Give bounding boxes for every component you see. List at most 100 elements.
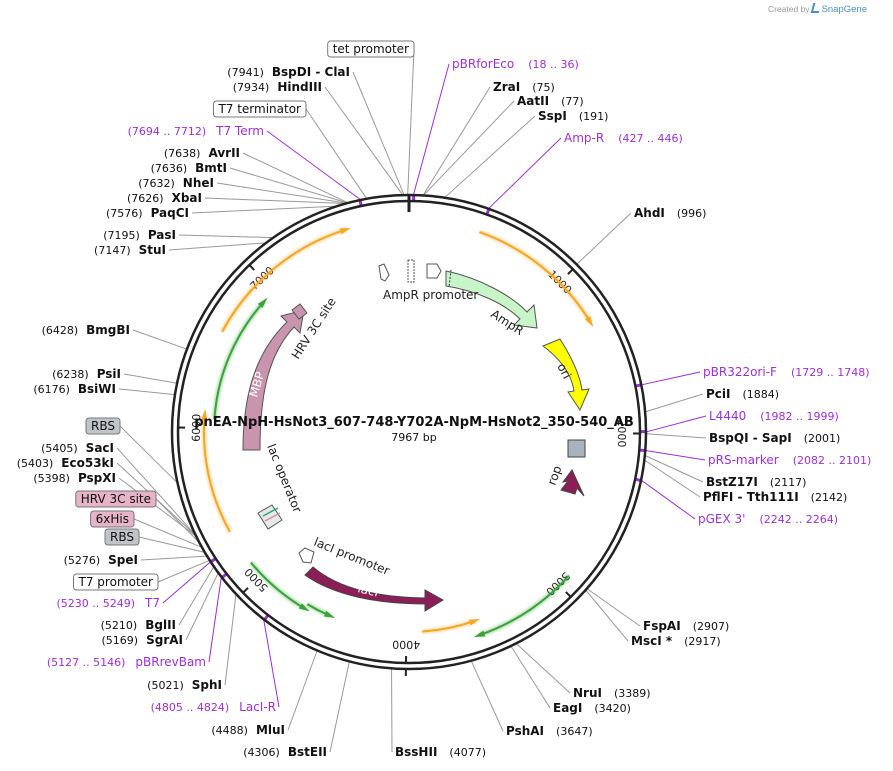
feature-rbs-1-leader	[119, 425, 178, 484]
primer-amp-r-range: (427 .. 446)	[618, 132, 683, 145]
enzyme-hindiii-leader	[324, 86, 404, 196]
feature-rbs-1-box[interactable]	[85, 417, 121, 435]
enzyme-sphi-leader	[224, 593, 237, 686]
enzyme-bstz17i-leader	[644, 454, 704, 483]
enzyme-pflfi-position: (2142)	[811, 491, 848, 504]
rbs-feature-top[interactable]	[407, 259, 415, 283]
tick-mark-1000	[567, 268, 574, 275]
primer-prs-marker-leader	[646, 450, 706, 461]
enzyme-sgrai: SgrAI	[146, 633, 183, 647]
primer-laci-r-leader	[263, 620, 280, 708]
primer-laci-r: LacI-R	[239, 700, 276, 714]
enzyme-pcii-leader	[644, 393, 704, 413]
primer-arc-green-3000[interactable]	[479, 575, 570, 637]
enzyme-xbai: XbaI	[172, 191, 202, 205]
enzyme-bmgbi: BmgBI	[86, 323, 130, 337]
enzyme-bmti-position: (7636)	[151, 162, 188, 175]
rop-arrow[interactable]	[560, 469, 585, 497]
ampr-arrow[interactable]	[445, 270, 538, 329]
enzyme-bspdi-leader	[352, 71, 405, 196]
enzyme-pflfi-leader	[644, 459, 701, 498]
enzyme-bsiwi-position: (6176)	[33, 383, 70, 396]
hrv-3c-feature[interactable]	[291, 303, 308, 320]
primer-t7-term-leader	[266, 130, 361, 200]
tet-promoter-arrow[interactable]	[378, 263, 390, 282]
primer-arc-orange-7000[interactable]	[221, 228, 346, 333]
primer-prs-marker: pRS-marker	[708, 453, 779, 467]
primer-pgex-3: pGEX 3'	[698, 512, 745, 526]
label-laci-promoter: lacI promoter	[312, 535, 392, 578]
enzyme-mlui-position: (4488)	[211, 724, 248, 737]
primer-arc-amp-r-arrowhead	[584, 315, 594, 328]
laci-promoter-arrow[interactable]	[298, 547, 315, 564]
tick-mark-7000	[248, 264, 255, 271]
feature-t7-terminator-box[interactable]	[212, 100, 307, 118]
primer-arc-orange-7000-arrowhead	[339, 227, 352, 235]
enzyme-hindiii-position: (7934)	[233, 81, 270, 94]
primer-arc-amp-r[interactable]	[479, 231, 592, 323]
enzyme-pspxi-position: (5398)	[33, 472, 70, 485]
laci-arrow[interactable]	[304, 566, 444, 612]
primer-t7-range: (5230 .. 5249)	[56, 597, 135, 610]
enzyme-bsiwi-leader	[118, 388, 176, 396]
feature-hrv-3c-site-box[interactable]	[75, 490, 157, 508]
primer-pbrrevbam-leader	[208, 578, 222, 663]
enzyme-aatii-leader	[423, 100, 515, 196]
enzyme-fspai: FspAI	[643, 619, 681, 633]
rop-box[interactable]	[567, 439, 586, 458]
enzyme-msci-leader	[585, 589, 629, 642]
feature-6xhis-box[interactable]	[90, 510, 135, 528]
lac-operator-cluster[interactable]	[257, 504, 283, 530]
tick-mark-3000	[565, 591, 572, 598]
feature-t7-promoter: T7 promoter	[78, 575, 154, 589]
enzyme-bspqi-position: (2001)	[804, 432, 841, 445]
label-lac-operator: lac operator	[264, 442, 304, 515]
ori-arrow[interactable]	[541, 338, 590, 412]
enzyme-eco53ki-position: (5403)	[17, 457, 54, 470]
feature-rbs-1: RBS	[91, 419, 115, 433]
enzyme-zrai-leader	[422, 86, 491, 196]
primer-pbrrevbam-range: (5127 .. 5146)	[47, 656, 126, 669]
enzyme-pasi: PasI	[148, 228, 176, 242]
enzyme-pshai: PshAI	[506, 724, 544, 738]
tick-label-2000: 2000	[615, 419, 628, 447]
primer-t7-term: T7 Term	[215, 124, 264, 138]
feature-6xhis: 6xHis	[96, 512, 129, 526]
feature-tet-promoter-box[interactable]	[327, 40, 415, 58]
snapgene-brand: SnapGene	[821, 4, 867, 15]
primer-arc-green-lacI-arrowhead	[298, 603, 310, 612]
enzyme-bspdi: BspDI - ClaI	[272, 65, 350, 79]
his-tag-stripe	[262, 507, 279, 517]
primer-arc-green-4500-arrowhead	[323, 610, 336, 619]
primer-arc-orange-6000[interactable]	[203, 415, 231, 533]
enzyme-bglii-leader	[178, 566, 215, 626]
primer-arc-green-mbp[interactable]	[213, 301, 265, 420]
enzyme-eco53ki: Eco53kI	[61, 456, 114, 470]
enzyme-bsteii-position: (4306)	[243, 746, 280, 759]
feature-6xhis-leader	[133, 518, 203, 548]
primer-pbrrevbam: pBRrevBam	[135, 655, 206, 669]
feature-t7-promoter-box[interactable]	[73, 573, 159, 591]
enzyme-paqci: PaqCI	[151, 206, 189, 220]
enzyme-bsshii: BssHII	[395, 745, 437, 759]
enzyme-nhei-position: (7632)	[138, 177, 175, 190]
feature-rbs-2-box[interactable]	[104, 528, 140, 546]
feature-t7-terminator: T7 terminator	[217, 102, 301, 116]
ampr-promoter-arrow[interactable]	[426, 263, 442, 279]
enzyme-sgrai-position: (5169)	[102, 634, 139, 647]
primer-pbrforeco: pBRforEco	[452, 57, 514, 71]
primer-amp-r: Amp-R	[564, 131, 604, 145]
enzyme-bspqi: BspQI - SapI	[709, 431, 792, 445]
enzyme-stui-leader	[168, 242, 267, 251]
enzyme-pcii-position: (1884)	[743, 388, 780, 401]
primer-l4440-range: (1982 .. 1999)	[760, 410, 839, 423]
primer-pgex-3-leader	[641, 480, 696, 520]
enzyme-bmti-leader	[229, 167, 348, 204]
enzyme-bglii-position: (5210)	[101, 619, 138, 632]
enzyme-fspai-leader	[586, 588, 641, 627]
mbp-arrow[interactable]	[242, 309, 305, 451]
enzyme-ahdi-leader	[576, 212, 632, 265]
enzyme-pshai-leader	[470, 660, 504, 732]
enzyme-hindiii: HindIII	[277, 80, 322, 94]
